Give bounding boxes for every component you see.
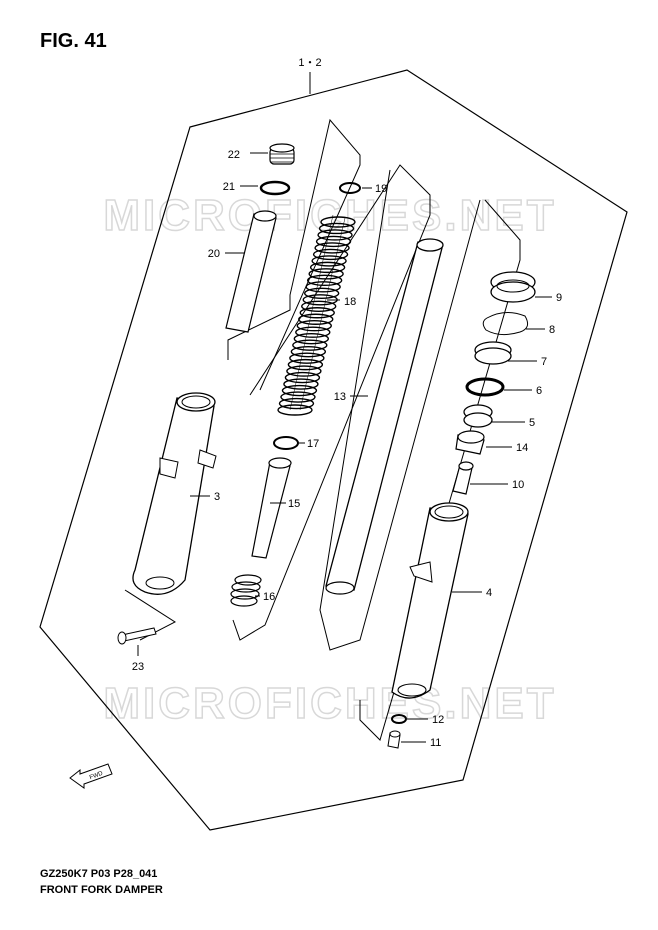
spring-coil (306, 274, 343, 287)
part-label-22: 22 (228, 149, 240, 161)
damper-rod-15 (251, 457, 292, 559)
assembly-label: 1・2 (298, 57, 321, 69)
cap-bolt-22 (269, 143, 295, 165)
fwd-label: FWD (89, 771, 105, 782)
spring-coil (280, 391, 316, 403)
spring-coil (284, 371, 321, 384)
part-label-6: 6 (536, 385, 542, 397)
spring-coil (312, 248, 349, 261)
part-label-9: 9 (556, 292, 562, 304)
spring-coil (318, 222, 355, 235)
spring-coil (309, 261, 346, 274)
part-label-16: 16 (263, 591, 275, 603)
outer-tube-3 (132, 392, 217, 595)
part-label-21: 21 (223, 181, 235, 193)
bolt-11 (387, 730, 401, 749)
inner-tube-13 (325, 238, 444, 595)
spring-coils (277, 216, 356, 416)
part-label-13: 13 (334, 391, 346, 403)
part-label-15: 15 (288, 498, 300, 510)
part-label-4: 4 (486, 587, 492, 599)
spring-18 (289, 214, 346, 411)
spring-coil (299, 307, 335, 319)
panel-cap-outline (227, 118, 361, 391)
part-label-7: 7 (541, 356, 547, 368)
part-label-8: 8 (549, 324, 555, 336)
spring-coil (305, 281, 341, 293)
bolt-23 (117, 627, 157, 645)
spring-coil (296, 320, 332, 332)
spring-coil (314, 242, 350, 254)
washer-17 (273, 436, 299, 450)
oil-lock-piece-10 (452, 461, 474, 495)
gasket-12 (391, 714, 407, 724)
spring-coil (289, 352, 325, 364)
part-label-3: 3 (214, 491, 220, 503)
spring-coil (311, 255, 347, 267)
bushing-14 (455, 430, 485, 455)
dust-seal-9 (490, 271, 536, 303)
part-label-18: 18 (344, 296, 356, 308)
spring-coil (298, 313, 334, 325)
spring-coil (290, 345, 327, 358)
spring-coil (295, 326, 331, 338)
panel-spring-outline (232, 164, 431, 641)
spring-coil (292, 339, 328, 351)
snap-ring-8 (482, 312, 529, 336)
spring-coil (303, 287, 340, 300)
washer-6 (465, 377, 505, 397)
part-label-19: 19 (375, 183, 387, 195)
assembly-outline (39, 69, 628, 831)
part-label-23: 23 (132, 661, 144, 673)
fwd-arrow-icon: FWD (69, 763, 113, 789)
part-label-20: 20 (208, 248, 220, 260)
part-label-14: 14 (516, 442, 528, 454)
spring-coil (281, 384, 318, 397)
part-label-5: 5 (529, 417, 535, 429)
footer-title: FRONT FORK DAMPER (40, 884, 163, 896)
spring-coil (283, 378, 319, 390)
part-label-17: 17 (307, 438, 319, 450)
spring-coil (293, 332, 330, 345)
bushing-5 (463, 404, 493, 428)
spring-coil (287, 358, 324, 371)
washer-19 (339, 182, 361, 194)
spring-coil (308, 268, 344, 280)
rebound-spring-16 (230, 574, 262, 607)
part-labels: 22 21 19 20 18 17 15 16 3 23 13 9 8 7 6 5 14 10 4 12 11 (132, 149, 562, 749)
spring-coil (278, 397, 315, 410)
oil-seal-7 (474, 341, 512, 365)
part-label-10: 10 (512, 479, 524, 491)
spring-coil (277, 404, 313, 416)
spring-coil (317, 229, 353, 241)
outer-tube-4 (391, 502, 469, 699)
part-label-12: 12 (432, 714, 444, 726)
figure-title: FIG. 41 (40, 30, 107, 52)
spring-coil (315, 235, 352, 248)
watermark-bottom: MICROFICHES.NET (103, 679, 556, 728)
spring-coil (286, 365, 322, 377)
spring-coil (301, 300, 337, 312)
panel-tube-outline (319, 169, 481, 651)
spacer-20 (225, 210, 277, 333)
spring-coil (320, 216, 356, 228)
footer-code: GZ250K7 P03 P28_041 (40, 868, 158, 880)
panel-seal-outline (359, 199, 521, 741)
oring-21 (259, 180, 291, 196)
part-label-11: 11 (430, 737, 441, 749)
